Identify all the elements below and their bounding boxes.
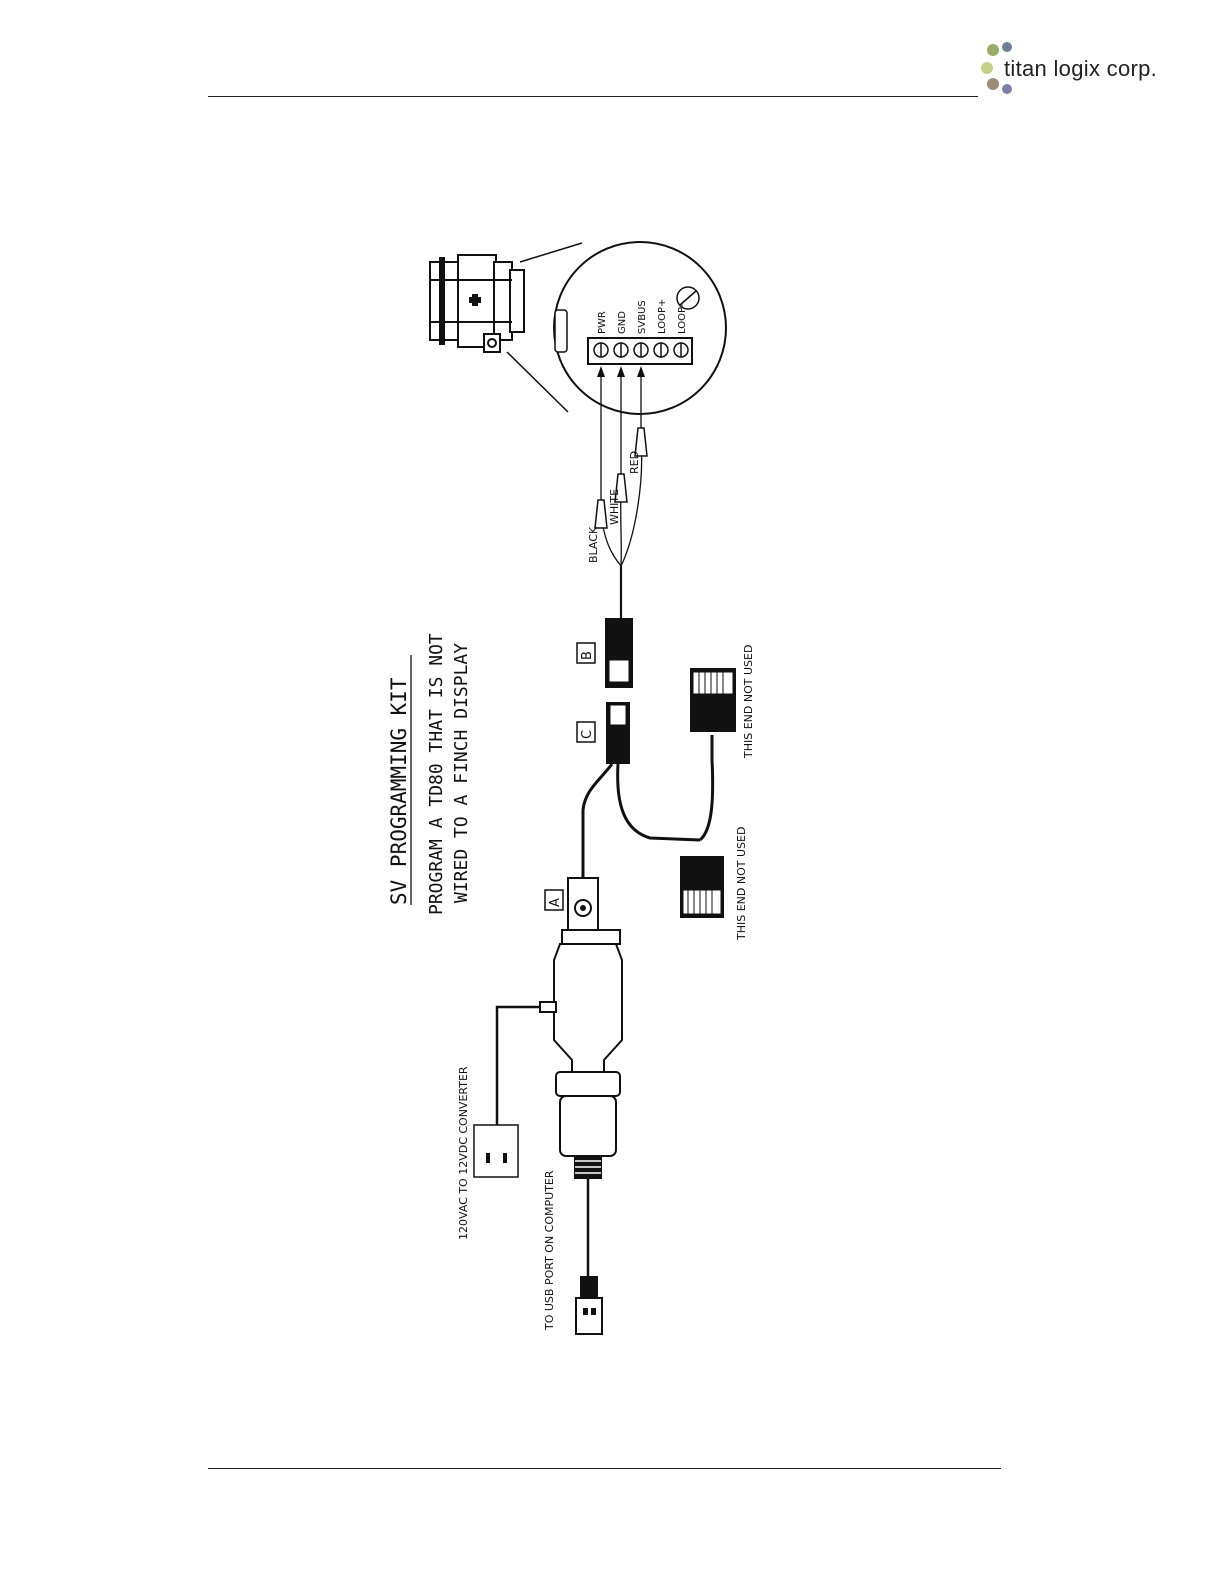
usb-serial-converter — [540, 944, 622, 1178]
usb-cable — [576, 1178, 602, 1334]
wire-color-label: WHITE — [608, 489, 621, 525]
diagram-subtitle-1: PROGRAM A TD80 THAT IS NOT — [426, 633, 447, 915]
connector-c-label: C — [580, 730, 595, 739]
usb-label: TO USB PORT ON COMPUTER — [543, 1170, 556, 1331]
power-adapter — [474, 1007, 540, 1177]
td80-device — [430, 255, 524, 352]
terminal-label: GND — [617, 311, 628, 334]
diagram-title: SV PROGRAMMING KIT — [387, 677, 411, 905]
terminal-block-detail: PWR GND SVBUS LOOP+ LOOP- — [554, 242, 726, 414]
connector-c: C — [577, 702, 630, 764]
connector-b-label: B — [580, 651, 595, 660]
connector-a-label: A — [548, 898, 563, 907]
connector-a: A — [545, 878, 620, 944]
converter-label: 120VAC TO 12VDC CONVERTER — [457, 1066, 470, 1240]
terminal-label: SVBUS — [637, 300, 648, 334]
terminal-label: LOOP- — [677, 303, 688, 334]
not-used-end-2 — [690, 668, 736, 732]
not-used-end-1 — [680, 856, 724, 918]
not-used-label: THIS END NOT USED — [735, 827, 748, 941]
connector-b: B — [577, 618, 633, 688]
wire-color-label: RED — [628, 451, 641, 474]
terminal-label: LOOP+ — [657, 299, 668, 334]
terminal-label: PWR — [597, 311, 608, 334]
not-used-label: THIS END NOT USED — [742, 645, 755, 759]
diagram-subtitle-2: WIRED TO A FINCH DISPLAY — [451, 643, 472, 903]
wire-color-label: BLACK — [587, 526, 600, 563]
